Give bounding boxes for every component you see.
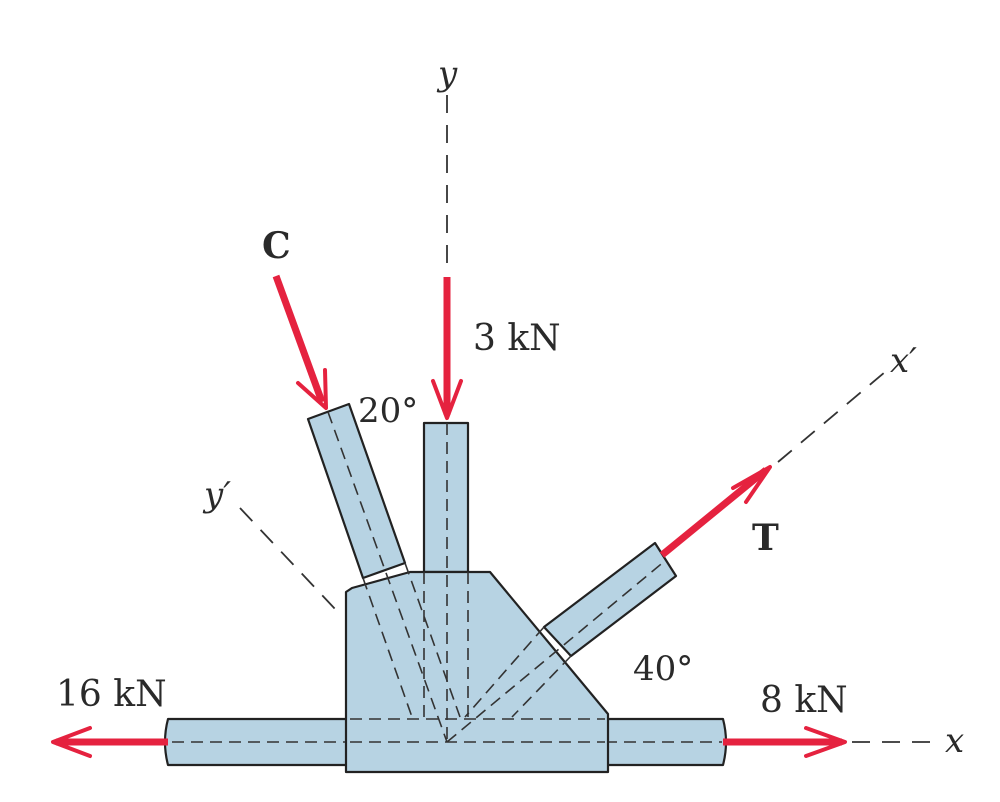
left-force-label: 16 kN [56,674,167,715]
x-axis-label: x [945,721,964,761]
left-force-arrowhead [51,726,92,758]
vertical-force-arrowhead [431,379,463,420]
hidden-c-center [327,411,448,743]
gusset-plate [327,411,667,774]
vertical-force-label: 3 kN [473,318,561,359]
t-force-arrow [659,467,769,558]
x-prime-axis-line [777,371,886,463]
hidden-t-upper [464,626,545,718]
y-prime-axis-label: y′ [202,475,231,515]
angle-20-label: 20° [358,391,418,431]
t-force-arrowhead [731,465,772,504]
angle-40-label: 40° [633,649,693,689]
force-arrows [51,274,847,758]
hidden-t-lower [511,655,572,718]
c-force-arrowhead [296,368,328,410]
y-prime-axis-line [239,507,337,611]
c-force-arrow [272,274,326,404]
y-axis-label: y [436,54,458,94]
t-member [542,541,678,658]
gusset-plate-body [344,570,610,774]
labels: y x x′ y′ C 3 kN T 16 kN 8 kN 20° 40° [56,54,964,761]
t-force-label: T [752,517,779,559]
right-force-arrowhead [804,726,847,758]
x-prime-axis-label: x′ [890,341,917,381]
hidden-c-left [362,577,413,718]
hidden-t-center [446,559,667,743]
right-force-label: 8 kN [760,680,848,721]
axes [239,95,935,743]
hidden-c-right [404,562,461,718]
vertical-member [422,421,470,574]
horizontal-member [163,717,728,767]
c-force-label: C [262,225,291,267]
vertical-member-body [422,421,470,574]
t-member-body [542,541,678,658]
